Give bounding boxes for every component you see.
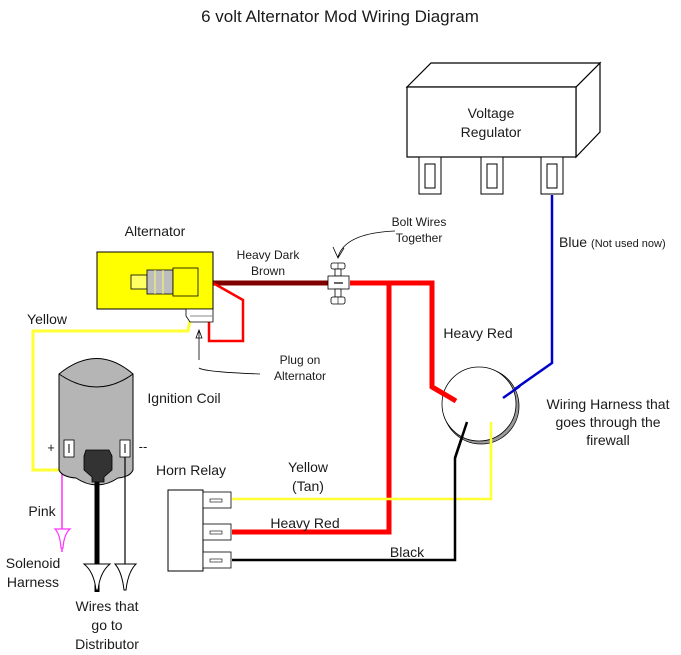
solenoid-terminal-icon	[53, 528, 72, 549]
wire-yellow-tan	[232, 422, 493, 501]
distributor-label-line1: Wires that	[75, 598, 138, 614]
wire-black-end	[453, 421, 469, 459]
relay-terminal	[202, 491, 232, 509]
firewall-harness-grommet	[441, 366, 520, 445]
plug-callout-arrow	[195, 328, 261, 375]
bolt-callout-arrow	[332, 230, 396, 259]
alternator-plug	[185, 308, 214, 323]
wire-blue-end	[502, 384, 521, 400]
wire-label-yellow-tan-1: Yellow	[288, 459, 329, 475]
horn-relay-label: Horn Relay	[156, 462, 226, 478]
coil-terminal-minus	[119, 439, 131, 458]
harness-label-line2: goes through the	[555, 414, 660, 430]
ignition-coil	[58, 358, 134, 486]
wire-label-yellow-left: Yellow	[27, 311, 68, 327]
wire-label-heavy-red-upper: Heavy Red	[443, 325, 512, 341]
coil-minus-label: --	[139, 439, 148, 454]
horn-relay	[167, 489, 232, 572]
wire-label-pink: Pink	[28, 503, 56, 519]
solenoid-label-line2: Harness	[7, 574, 59, 590]
alternator-label: Alternator	[125, 223, 186, 239]
harness-label-line1: Wiring Harness that	[547, 396, 670, 412]
diagram-title: 6 volt Alternator Mod Wiring Diagram	[201, 7, 479, 26]
regulator-label-line2: Regulator	[461, 124, 522, 140]
bolt-label-line2: Together	[396, 231, 443, 245]
bolt-connector	[327, 262, 350, 305]
bolt-label-line1: Bolt Wires	[392, 215, 447, 229]
regulator-label-line1: Voltage	[468, 105, 515, 121]
wire-heavy-red-upper	[350, 280, 456, 403]
plug-label-line1: Plug on	[280, 353, 321, 367]
coil-plus-label: +	[47, 440, 55, 455]
wire-label-blue: Blue (Not used now)	[559, 234, 666, 250]
wire-label-blue-note: (Not used now)	[591, 238, 666, 250]
wire-heavy-red-end	[432, 385, 458, 404]
distributor-terminal-icon	[113, 563, 138, 591]
harness-label-line3: firewall	[586, 432, 630, 448]
regulator-terminal	[418, 156, 442, 195]
wire-heavy-red-lower	[232, 283, 392, 535]
coil-terminal-plus	[63, 439, 75, 458]
wire-label-heavy-red-lower: Heavy Red	[270, 515, 339, 531]
distributor-label-line3: Distributor	[75, 636, 139, 652]
wire-label-yellow-tan-2: (Tan)	[292, 478, 324, 494]
solenoid-label-line1: Solenoid	[6, 555, 61, 571]
plug-label-line2: Alternator	[274, 369, 326, 383]
voltage-regulator: Voltage Regulator	[405, 61, 602, 195]
regulator-terminal	[540, 156, 564, 195]
coil-label: Ignition Coil	[147, 390, 220, 406]
wire-label-black: Black	[390, 544, 425, 560]
regulator-terminal	[480, 156, 504, 195]
wire-label-blue-name: Blue	[559, 234, 587, 250]
wire-label-heavy-dark-brown-1: Heavy Dark	[237, 248, 301, 262]
distributor-label-line2: go to	[91, 617, 122, 633]
wire-black	[232, 421, 469, 562]
relay-terminal	[202, 551, 232, 569]
wire-label-heavy-dark-brown-2: Brown	[251, 264, 285, 278]
relay-terminal	[202, 523, 232, 541]
alternator: Alternator	[96, 223, 214, 323]
wire-red-alternator-loop	[207, 281, 245, 343]
wire-blue	[504, 195, 554, 398]
distributor-terminal-icon	[82, 563, 112, 591]
